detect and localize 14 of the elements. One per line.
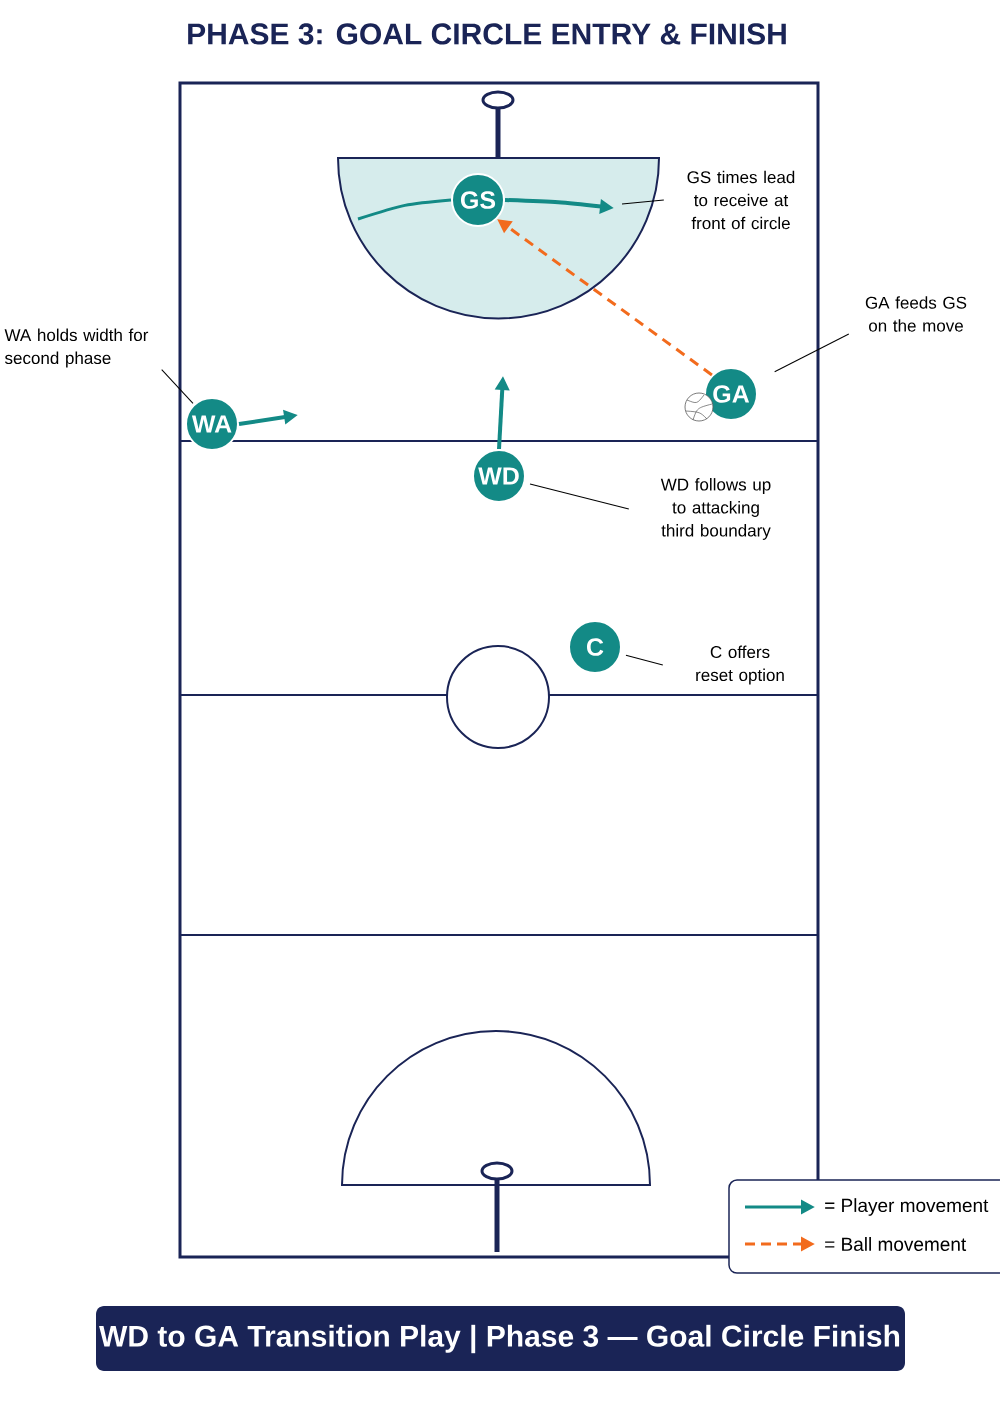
leader-line <box>621 199 665 205</box>
leader-line <box>529 483 630 510</box>
caption-banner: WD to GA Transition Play | Phase 3 — Goal Circle Finish <box>96 1306 905 1371</box>
legend-text: = Player movement <box>825 1198 989 1216</box>
leader-line <box>161 369 194 404</box>
leader-line <box>625 654 664 666</box>
annotation: C offers reset option <box>696 645 784 685</box>
annotation: GS times lead to receive at front of circle <box>687 170 795 230</box>
annotation: WA holds width for second phase <box>4 328 149 368</box>
annotation: WD follows up to attacking third boundary <box>660 478 771 540</box>
legend-text: = Ball movement <box>825 1237 967 1251</box>
annotation: GA feeds GS on the move <box>865 296 967 332</box>
title: PHASE 3: GOAL CIRCLE ENTRY & FINISH <box>188 23 786 45</box>
leader-line <box>774 333 850 373</box>
